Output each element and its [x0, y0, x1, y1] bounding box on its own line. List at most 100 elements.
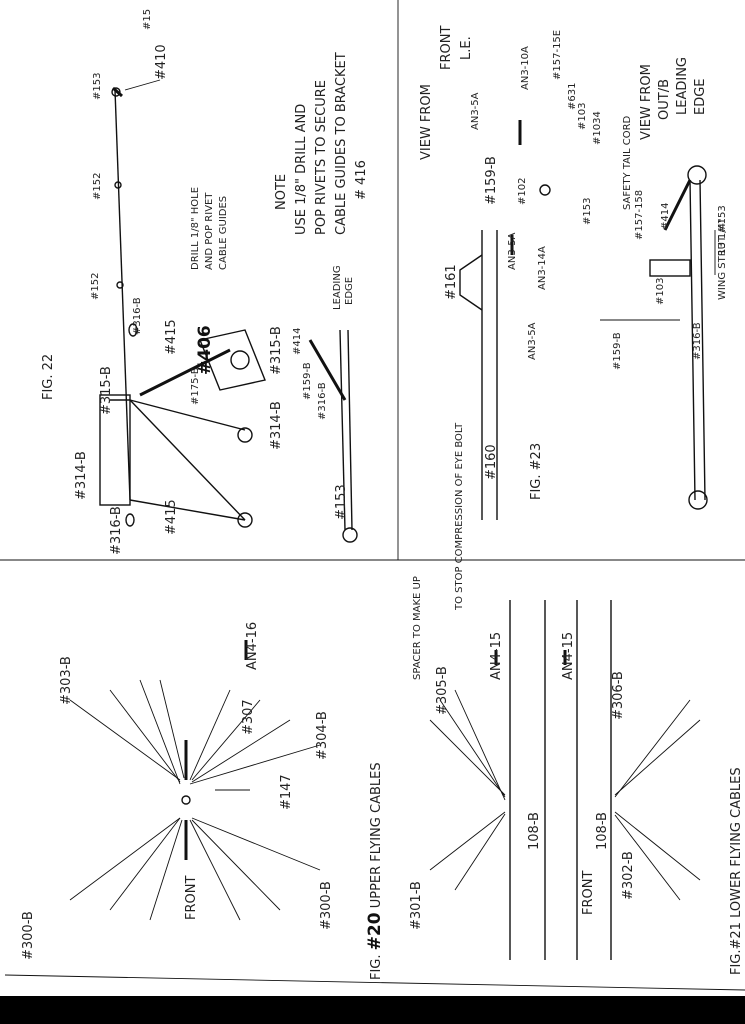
fig22-drill-note-2: AND POP RIVET: [204, 192, 215, 270]
fig22-note-2: POP RIVETS TO SECURE: [314, 80, 329, 235]
fig22-part-410-mark: [112, 86, 123, 98]
fig23-part-12: #161: [444, 264, 459, 300]
fig22-bracket: [139, 329, 266, 397]
fig20-front-label: FRONT: [184, 876, 199, 920]
fig20-cables: [69, 679, 321, 921]
fig23-part-2: AN3-10A: [520, 46, 531, 90]
fig22-part-13: #314-B: [74, 451, 89, 500]
fig23-part-1: AN3-5A: [470, 92, 481, 130]
fig22-part-5: #152: [90, 273, 101, 300]
fig21-front-label: FRONT: [581, 871, 596, 915]
fig23-outb-view: [600, 165, 708, 510]
fig22-arrow-410: [124, 79, 161, 91]
fig22-part-9: #315-B: [269, 326, 284, 375]
fig20-caption: FIG. #20 UPPER FLYING CABLES: [365, 762, 385, 980]
fig21-part-4: 108-B: [527, 812, 542, 850]
fig20-part-5: #304-B: [315, 711, 330, 760]
fig23-part-17: #159-B: [612, 332, 623, 370]
fig22-leading-edge: [308, 329, 358, 543]
fig22-part-16: #414: [292, 328, 303, 355]
fig23-part-15: #157-158: [634, 190, 645, 240]
fig23-safety: SAFETY TAIL CORD: [622, 115, 633, 210]
fig23-group: FIG. #23 VIEW FROM FRONT L.E. SAFETY TAI…: [419, 26, 728, 520]
fig22-drill-note-3: CABLE GUIDES: [218, 196, 229, 270]
fig22-part-15: #415: [164, 499, 179, 535]
fig23-wing-strut: WING STRUT #153: [717, 205, 728, 300]
fig22-node-152b: [116, 281, 124, 289]
fig22-part-8: #406: [195, 325, 215, 375]
fig21-part-3: AN4-15: [489, 632, 504, 680]
fig22-note-4: # 416: [354, 160, 369, 200]
fig23-part-4: #631: [567, 83, 578, 110]
fig22-part-10: #315-B: [99, 366, 114, 415]
fig23-part-19: #103: [655, 278, 666, 305]
fig22-guide-415a: [128, 323, 138, 337]
fig22-part-1: #15: [142, 9, 153, 30]
fig23-view-out-3: LEADING: [675, 57, 690, 115]
fig23-part-13: AN3-5A: [527, 322, 538, 360]
fig23-view-front-3: L.E.: [459, 36, 474, 60]
fig23-view-out-4: EDGE: [693, 78, 708, 115]
fig22-leading-edge-1: LEADING: [332, 265, 343, 310]
fig22-part-17: #159-B: [302, 362, 313, 400]
fig21-caption: FIG.#21 LOWER FLYING CABLES: [729, 767, 744, 975]
fig22-spar-line: [114, 89, 131, 501]
fig23-part-8: #102: [517, 178, 528, 205]
fig23-part-6: #1034: [592, 111, 603, 145]
fig21-part-6: AN4-15: [561, 632, 576, 680]
fig23-part-18: #316-B: [692, 322, 703, 360]
fig20-part-1: #300-B: [21, 911, 36, 960]
fig22-node-153: [111, 87, 121, 97]
fig23-view-front-1: VIEW FROM: [419, 84, 434, 160]
fig23-dim: 13 1/4": [717, 218, 728, 255]
fig22-part-3: #153: [92, 73, 103, 100]
fig23-bracket-161: [459, 254, 483, 311]
fig22-tower: [99, 394, 253, 528]
fig23-ring: [539, 184, 551, 196]
fig22-drill-note-1: DRILL 1/8" HOLE: [190, 187, 201, 270]
fig22-caption: FIG. 22: [41, 354, 56, 400]
fig23-part-14: #160: [484, 444, 499, 480]
fig20-part-4: AN4-16: [245, 622, 260, 670]
fig21-part-5: 108-B: [595, 812, 610, 850]
fig22-part-18: #316-B: [317, 382, 328, 420]
fig23-part-16: #414: [660, 203, 671, 230]
fig20-part-7: #300-B: [319, 881, 334, 930]
fig21-part-8: #302-B: [621, 851, 636, 900]
fig21-part-1: #301-B: [409, 881, 424, 930]
fig22-part-11: #175-B: [190, 367, 201, 405]
fig22-note-title: NOTE: [274, 174, 289, 210]
fig21-spacer-note: SPACER TO MAKE UP: [412, 576, 423, 680]
fig20-part-2: #303-B: [59, 656, 74, 705]
scan-bottom-border: [0, 996, 745, 1024]
fig22-note-1: USE 1/8" DRILL AND: [294, 104, 309, 235]
fig21-part-7: #306-B: [611, 671, 626, 720]
fig21-spacer-note2: TO STOP COMPRESSION OF EYE BOLT: [454, 422, 465, 611]
fig22-node-152a: [114, 181, 122, 189]
fig22-part-12: #314-B: [269, 401, 284, 450]
fig21-group: FIG.#21 LOWER FLYING CABLES FRONT SPACER…: [409, 422, 744, 975]
fig22-note-3: CABLE GUIDES TO BRACKET: [334, 52, 349, 235]
fig20-part-6: #147: [279, 774, 294, 810]
fig21-cables: [429, 689, 701, 901]
fig20-part-3: #307: [241, 699, 256, 735]
fig22-part-4: #152: [92, 173, 103, 200]
fig22-group: FIG. 22 DRILL 1/8" HOLE AND POP RIVET CA…: [41, 9, 369, 555]
fig23-view-out-1: VIEW FROM: [639, 64, 654, 140]
fig22-part-6: #316-B: [132, 297, 143, 335]
fig21-part-2: #305-B: [435, 666, 450, 715]
fig23-view-front-2: FRONT: [439, 26, 454, 70]
fig23-part-3: #157-15E: [552, 30, 563, 80]
fig20-center-ring: [181, 795, 191, 805]
fig22-guide-415b: [125, 513, 135, 527]
fig23-part-9: AN3-5A: [507, 232, 518, 270]
fig23-part-10: #153: [582, 198, 593, 225]
fig23-view-out-2: OUT/B: [657, 79, 672, 120]
fig22-part-7: #415: [164, 319, 179, 355]
fig22-part-2: #410: [154, 44, 169, 80]
fig22-part-14: #316-B: [109, 506, 124, 555]
fig23-part-7: #159-B: [484, 156, 499, 205]
fig22-part-19: #153: [334, 484, 349, 520]
